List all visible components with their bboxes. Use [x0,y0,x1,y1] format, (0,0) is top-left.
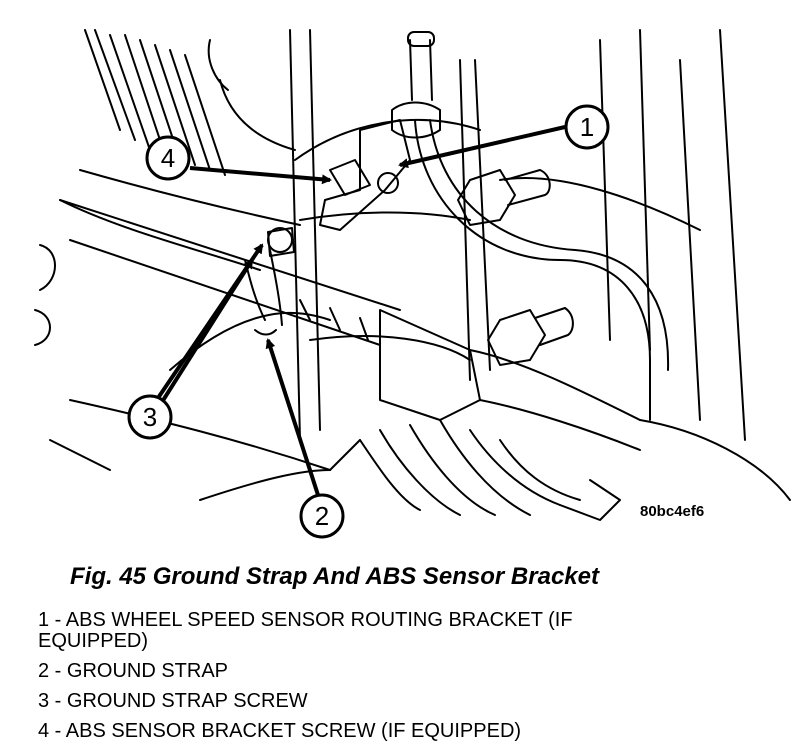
figure-reference-code: 80bc4ef6 [640,503,704,520]
axle-shaft [59,199,791,501]
mounting-studs [457,169,574,366]
diagram-illustration: 1 2 3 4 80bc4ef6 [34,29,791,539]
legend-item-2: 2 - GROUND STRAP [38,660,229,682]
svg-text:3: 3 [143,402,157,432]
legend-item-4: 4 - ABS SENSOR BRACKET SCREW (IF EQUIPPE… [38,720,522,742]
cv-boot [329,419,621,521]
arrow-4 [189,166,332,185]
ground-strap [244,227,295,336]
callout-1: 1 [564,104,610,150]
legend-item-1: 1 - ABS WHEEL SPEED SENSOR ROUTING BRACK… [38,609,573,652]
figure-caption: Fig. 45 Ground Strap And ABS Sensor Brac… [70,563,599,590]
legend-item-3: 3 - GROUND STRAP SCREW [38,690,308,712]
callout-2: 2 [299,493,345,539]
svg-text:2: 2 [315,501,329,531]
svg-text:4: 4 [161,143,175,173]
arrow-2 [265,338,320,496]
abs-bracket [319,101,441,231]
callout-4: 4 [145,135,191,181]
sensor-wire [207,31,670,421]
arrow-3b [160,258,254,404]
callout-3: 3 [127,394,173,440]
background-linework [34,29,331,501]
leader-arrows [156,125,566,496]
legend-list: 1 - ABS WHEEL SPEED SENSOR ROUTING BRACK… [38,610,778,751]
strut-assembly [289,29,746,441]
arrow-1 [398,125,566,169]
svg-text:1: 1 [580,112,594,142]
